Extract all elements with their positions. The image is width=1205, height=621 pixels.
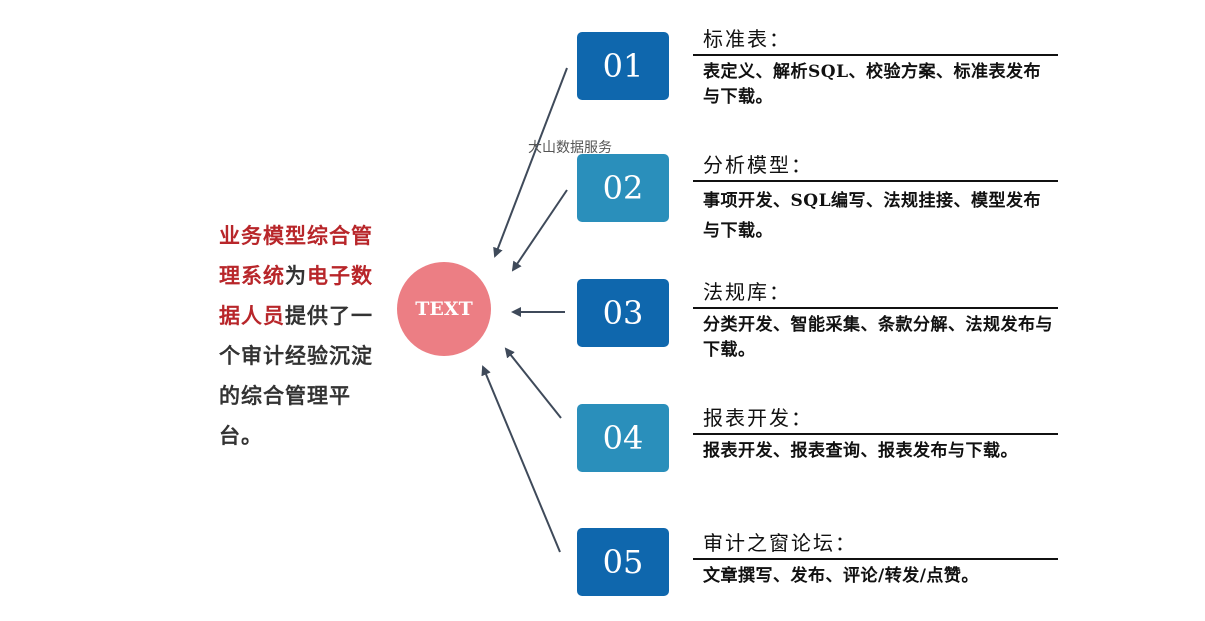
watermark-text: 大山数据服务 — [528, 140, 612, 156]
number-box-05: 05 — [577, 528, 669, 596]
item-regulation-library: 法规库： 分类开发、智能采集、条款分解、法规发布与下载。 — [693, 279, 1058, 363]
item-report-development: 报表开发： 报表开发、报表查询、报表发布与下载。 — [693, 405, 1058, 464]
number-label: 03 — [602, 294, 644, 332]
intro-connector: 为 — [285, 263, 307, 288]
item-description: 表定义、解析SQL、校验方案、标准表发布与下载。 — [703, 62, 1042, 107]
center-label: TEXT — [415, 298, 473, 320]
arrow-01 — [493, 67, 568, 258]
intro-rest: 提供了一个审计经验沉淀的综合管理平台。 — [219, 303, 373, 448]
number-box-04: 04 — [577, 404, 669, 472]
item-description: 报表开发、报表查询、报表发布与下载。 — [703, 441, 1018, 461]
item-title: 分析模型： — [703, 153, 813, 177]
item-audit-forum: 审计之窗论坛： 文章撰写、发布、评论/转发/点赞。 — [693, 530, 1058, 589]
arrow-04 — [504, 347, 562, 419]
intro-highlight-system: 业务模型综合管理系统 — [219, 223, 373, 288]
number-label: 02 — [602, 169, 644, 207]
item-description: 分类开发、智能采集、条款分解、法规发布与下载。 — [703, 315, 1053, 360]
item-description: 事项开发、SQL编写、法规挂接、模型发布与下载。 — [703, 191, 1042, 241]
item-title: 标准表： — [703, 27, 791, 51]
item-description: 文章撰写、发布、评论/转发/点赞。 — [703, 566, 979, 586]
item-title: 法规库： — [703, 280, 791, 304]
item-standard-table: 标准表： 表定义、解析SQL、校验方案、标准表发布与下载。 — [693, 26, 1058, 110]
item-divider — [693, 558, 1058, 560]
intro-highlight-people: 电子数据人员 — [219, 263, 373, 328]
number-label: 01 — [602, 47, 644, 85]
number-box-01: 01 — [577, 32, 669, 100]
number-box-02: 02 — [577, 154, 669, 222]
number-box-03: 03 — [577, 279, 669, 347]
arrow-05 — [481, 365, 561, 553]
intro-paragraph: 业务模型综合管理系统为电子数据人员提供了一个审计经验沉淀的综合管理平台。 — [219, 216, 389, 456]
number-label: 05 — [602, 543, 644, 581]
item-title: 审计之窗论坛： — [703, 531, 857, 555]
item-divider — [693, 307, 1058, 309]
number-label: 04 — [602, 419, 644, 457]
item-divider — [693, 180, 1058, 182]
item-analysis-model: 分析模型： 事项开发、SQL编写、法规挂接、模型发布与下载。 — [693, 152, 1058, 246]
arrow-02 — [511, 189, 568, 272]
item-divider — [693, 433, 1058, 435]
item-divider — [693, 54, 1058, 56]
item-title: 报表开发： — [703, 406, 813, 430]
center-circle: TEXT — [397, 262, 491, 356]
